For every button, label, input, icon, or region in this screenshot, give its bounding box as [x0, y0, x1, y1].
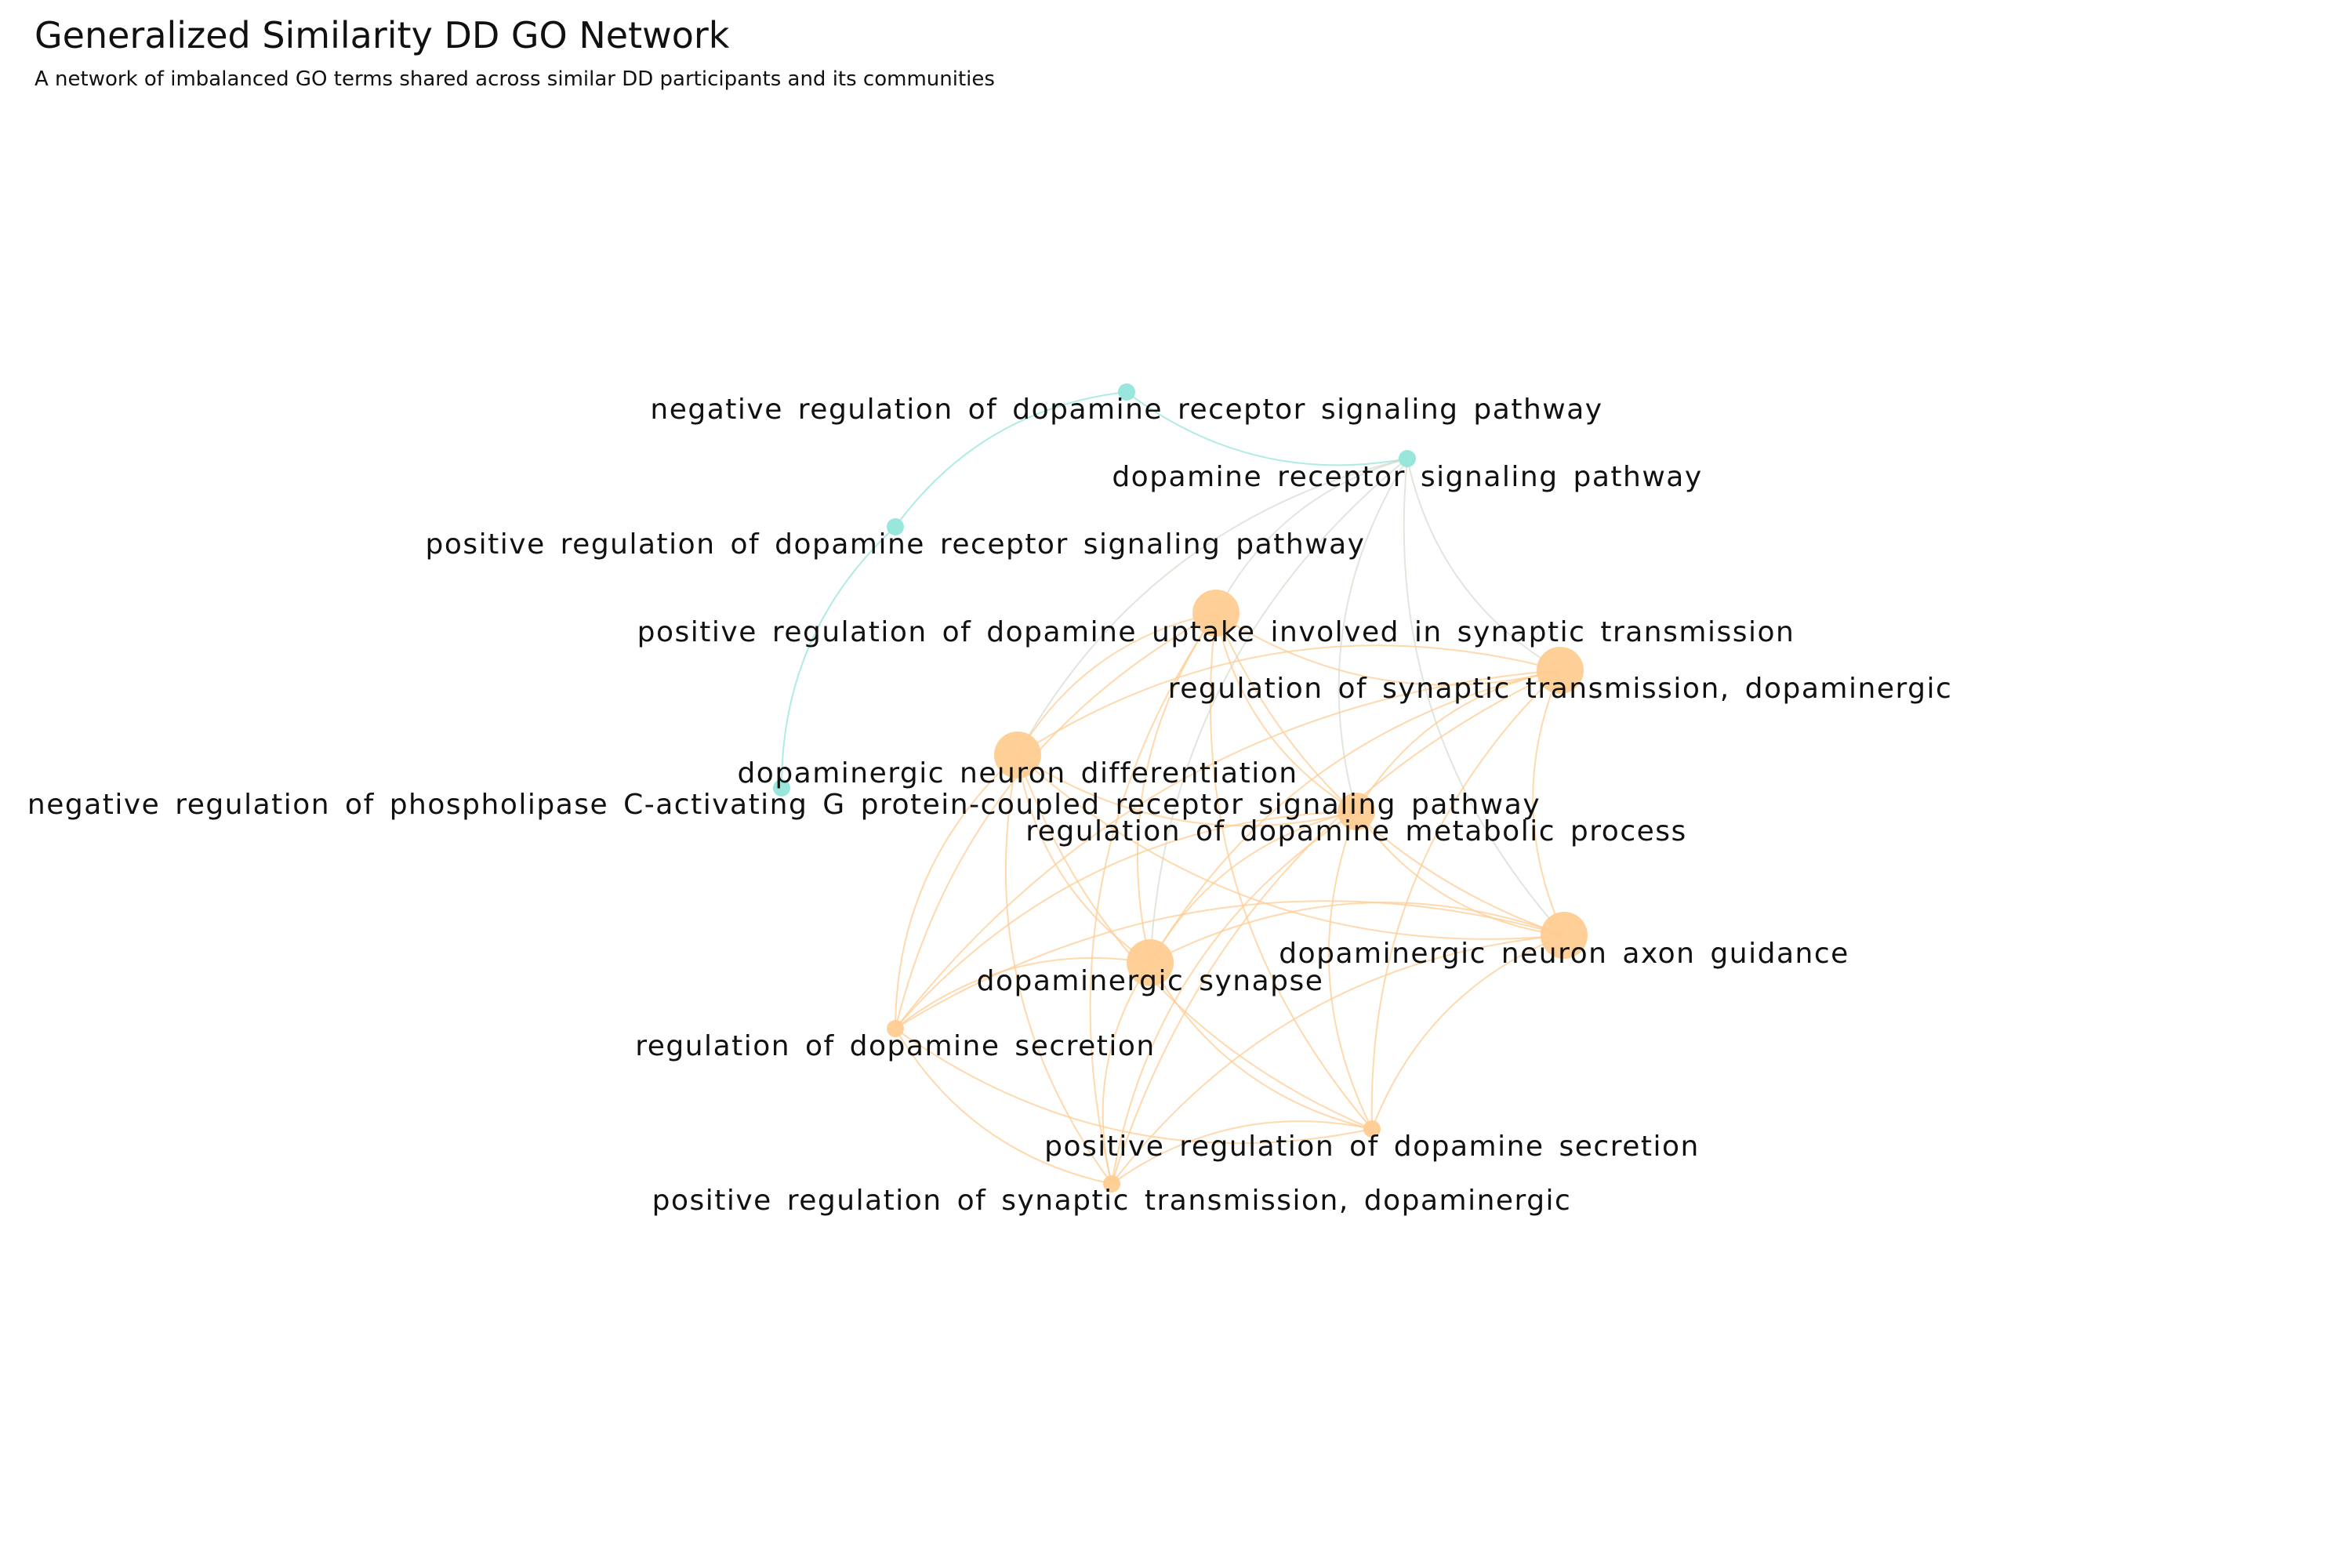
edge-n7-n9	[1017, 754, 1565, 940]
node-label: positive regulation of synaptic transmis…	[652, 1185, 1572, 1217]
edge-n6-n12	[1370, 670, 1561, 1130]
edge-n6-n13	[1111, 670, 1561, 1185]
node-n8[interactable]	[1338, 793, 1375, 830]
edge-n5-n12	[1209, 612, 1373, 1130]
edge-n9-n12	[1371, 935, 1565, 1130]
edge-n2-n5	[1215, 458, 1408, 614]
chart-title: Generalized Similarity DD GO Network	[34, 14, 730, 56]
edge-n8-n10	[1149, 811, 1357, 964]
edge-n9-n10	[1149, 902, 1565, 964]
edge-n8-n12	[1327, 811, 1373, 1130]
node-label: negative regulation of dopamine receptor…	[650, 394, 1602, 426]
node-label: positive regulation of dopamine receptor…	[426, 528, 1366, 561]
edge-n10-n12	[1149, 962, 1373, 1130]
node-n5[interactable]	[1192, 590, 1240, 637]
node-n11[interactable]	[887, 1020, 904, 1037]
node-n10[interactable]	[1127, 939, 1174, 986]
edge-n5-n7	[1017, 612, 1217, 756]
node-n6[interactable]	[1537, 647, 1584, 694]
node-label: positive regulation of dopamine secretio…	[1044, 1131, 1700, 1163]
label-layer: negative regulation of dopamine receptor…	[27, 394, 1953, 1217]
node-n1[interactable]	[1118, 383, 1135, 401]
node-layer	[773, 383, 1588, 1192]
edge-n5-n13	[1089, 612, 1217, 1185]
node-n4[interactable]	[773, 779, 790, 797]
chart-subtitle: A network of imbalanced GO terms shared …	[34, 67, 995, 91]
edge-n12-n13	[1111, 1120, 1373, 1185]
edge-n1-n2	[1126, 391, 1408, 466]
edge-n5-n8	[1215, 612, 1357, 812]
edge-n7-n8	[1017, 754, 1357, 827]
edge-n9-n11	[895, 900, 1565, 1029]
node-label: dopaminergic neuron axon guidance	[1279, 938, 1849, 970]
edge-n5-n11	[895, 612, 1217, 1029]
edge-n7-n10	[1017, 754, 1151, 964]
edge-n3-n4	[780, 526, 896, 789]
edge-n2-n7	[1017, 458, 1408, 756]
node-n9[interactable]	[1541, 912, 1588, 959]
edge-n8-n13	[1111, 811, 1357, 1185]
edge-n8-n11	[895, 811, 1357, 1029]
node-label: regulation of dopamine secretion	[635, 1030, 1156, 1062]
edge-n5-n6	[1215, 612, 1561, 686]
node-n7[interactable]	[994, 731, 1041, 779]
node-n2[interactable]	[1399, 450, 1416, 467]
edge-n10-n11	[895, 956, 1151, 1029]
edge-n7-n13	[1004, 754, 1112, 1185]
node-label: dopamine receptor signaling pathway	[1112, 461, 1702, 493]
node-label: negative regulation of phospholipase C-a…	[27, 789, 1541, 821]
node-label: dopaminergic synapse	[977, 965, 1324, 997]
edge-n6-n7	[1017, 644, 1561, 756]
edge-n6-n10	[1149, 670, 1561, 964]
node-label: dopaminergic neuron differentiation	[737, 757, 1298, 789]
edge-n10-n13	[1102, 962, 1151, 1185]
edge-n11-n13	[895, 1028, 1112, 1185]
node-label: regulation of dopamine metabolic process	[1025, 815, 1687, 848]
edge-n7-n11	[895, 754, 1018, 1029]
edge-n11-n12	[895, 1028, 1373, 1145]
edge-layer	[780, 391, 1565, 1185]
edge-n1-n3	[895, 391, 1127, 528]
edge-n6-n9	[1532, 670, 1565, 936]
node-n13[interactable]	[1103, 1175, 1120, 1192]
edge-n6-n11	[895, 670, 1561, 1029]
edge-n2-n10	[1149, 458, 1408, 964]
edge-n9-n13	[1111, 935, 1565, 1185]
node-n12[interactable]	[1363, 1120, 1381, 1138]
node-n3[interactable]	[887, 518, 904, 535]
node-label: positive regulation of dopamine uptake i…	[637, 616, 1795, 648]
edge-n2-n8	[1338, 458, 1408, 812]
edge-n2-n9	[1403, 458, 1565, 936]
node-label: regulation of synaptic transmission, dop…	[1168, 673, 1953, 705]
edge-n2-n6	[1406, 458, 1561, 671]
edge-n8-n9	[1356, 811, 1565, 936]
